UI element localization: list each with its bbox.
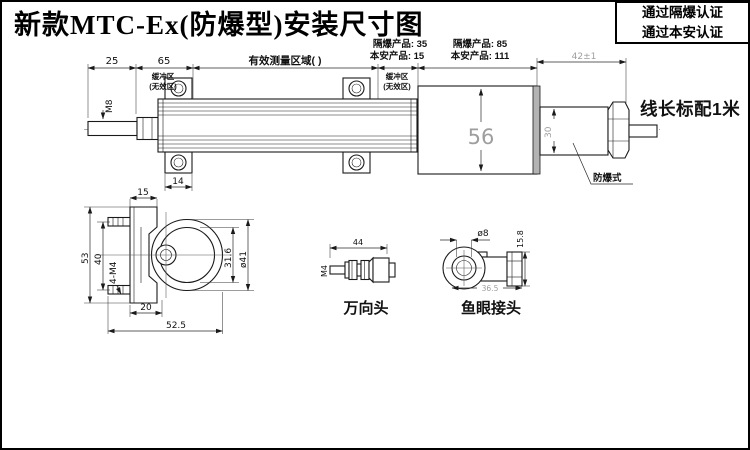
joint-length-dim: 44	[353, 238, 363, 247]
sensor-profile-body	[157, 98, 418, 153]
buffer-left-line1: 缓冲区	[151, 71, 175, 81]
cable-length-note: 线长标配1米	[640, 99, 740, 119]
cable-stub	[628, 124, 658, 138]
fisheye-joint-label: 鱼眼接头	[461, 299, 521, 317]
buffer-right-line1: 缓冲区	[385, 71, 409, 81]
top-dimensions: 25 65 有效测量区域( ) 隔爆产品: 35 本安产品: 15 隔爆产品: …	[87, 38, 627, 71]
buffer-zone-labels: 缓冲区 (无效区) 缓冲区 (无效区)	[149, 71, 411, 91]
foot-dimensions: 14 15	[129, 174, 193, 208]
clamp-height-dim: 53	[81, 253, 91, 264]
housing-flange	[532, 85, 541, 175]
clamp-bottom-dimensions: 20 52.5	[107, 292, 223, 334]
ring-inner-dia-dim: 31.6	[224, 248, 234, 268]
rear-length-dim: 42±1	[572, 52, 597, 62]
rod-length-dim: 25	[106, 56, 119, 67]
rear-cylinder: 30	[539, 106, 609, 156]
clamp-ring	[96, 212, 232, 298]
screw-spec-label: 4-M4	[109, 261, 119, 284]
certification-line-1: 通过隔爆认证	[642, 4, 723, 20]
buffer-length-dim: 65	[158, 56, 171, 67]
cylinder-dia-dim: 30	[544, 126, 554, 138]
explosion-proof-label: 防爆式	[593, 172, 622, 184]
universal-joint-view: 44 M4 万向头	[320, 238, 396, 317]
hole-dia-dim: ø8	[477, 229, 489, 239]
intrinsic-product-left: 本安产品: 15	[370, 50, 425, 62]
clamp-right-dimensions: 31.6 ø41	[190, 219, 254, 291]
universal-joint-label: 万向头	[342, 299, 388, 317]
effective-range-label: 有效测量区域( )	[249, 54, 322, 67]
foot-width-dim: 14	[172, 177, 184, 187]
buffer-right-line2: (无效区)	[383, 81, 411, 91]
sensor-rod	[87, 116, 159, 141]
sensor-main-view: M8	[84, 38, 740, 208]
mounting-clamp-view: 53 40 4-M4 31.6 ø41	[81, 206, 254, 334]
certification-line-2: 通过本安认证	[642, 24, 723, 40]
buffer-left-line2: (无效区)	[149, 81, 177, 91]
intrinsic-product-right: 本安产品: 111	[451, 50, 510, 62]
cable-gland	[607, 101, 658, 159]
clamp-left-dimensions: 53 40 4-M4	[81, 206, 130, 304]
joint-height-dim: 15.8	[516, 230, 525, 248]
bracket-top-width-dim: 15	[137, 188, 148, 198]
housing-height-dim: 56	[468, 125, 495, 149]
clamp-total-width-dim: 52.5	[166, 321, 186, 331]
flameproof-product-left: 隔爆产品: 35	[373, 38, 428, 50]
bolt-spacing-dim: 40	[94, 253, 104, 265]
explosion-proof-callout: 防爆式	[572, 142, 633, 185]
joint-thread-label: M4	[320, 265, 329, 277]
joint-length-dim: 36.5	[482, 284, 499, 293]
universal-joint-body	[329, 256, 396, 284]
fisheye-body	[442, 246, 523, 290]
explosion-proof-housing: 56	[417, 85, 541, 175]
ring-outer-dia-dim: ø41	[239, 251, 249, 268]
drawing-title: 新款MTC-Ex(防爆型)安装尺寸图	[14, 10, 424, 40]
certification-box: 通过隔爆认证 通过本安认证	[615, 1, 750, 44]
rod-thread-label: M8	[105, 99, 115, 113]
fisheye-dimensions: ø8 15.8 36.5	[440, 229, 530, 293]
rod-thread-callout: M8	[100, 99, 115, 120]
universal-joint-dimensions: 44 M4	[320, 238, 388, 277]
bracket-depth-dim: 20	[140, 303, 152, 313]
flameproof-product-right: 隔爆产品: 85	[453, 38, 508, 50]
fisheye-joint-view: ø8 15.8 36.5 鱼眼接头	[440, 229, 530, 317]
